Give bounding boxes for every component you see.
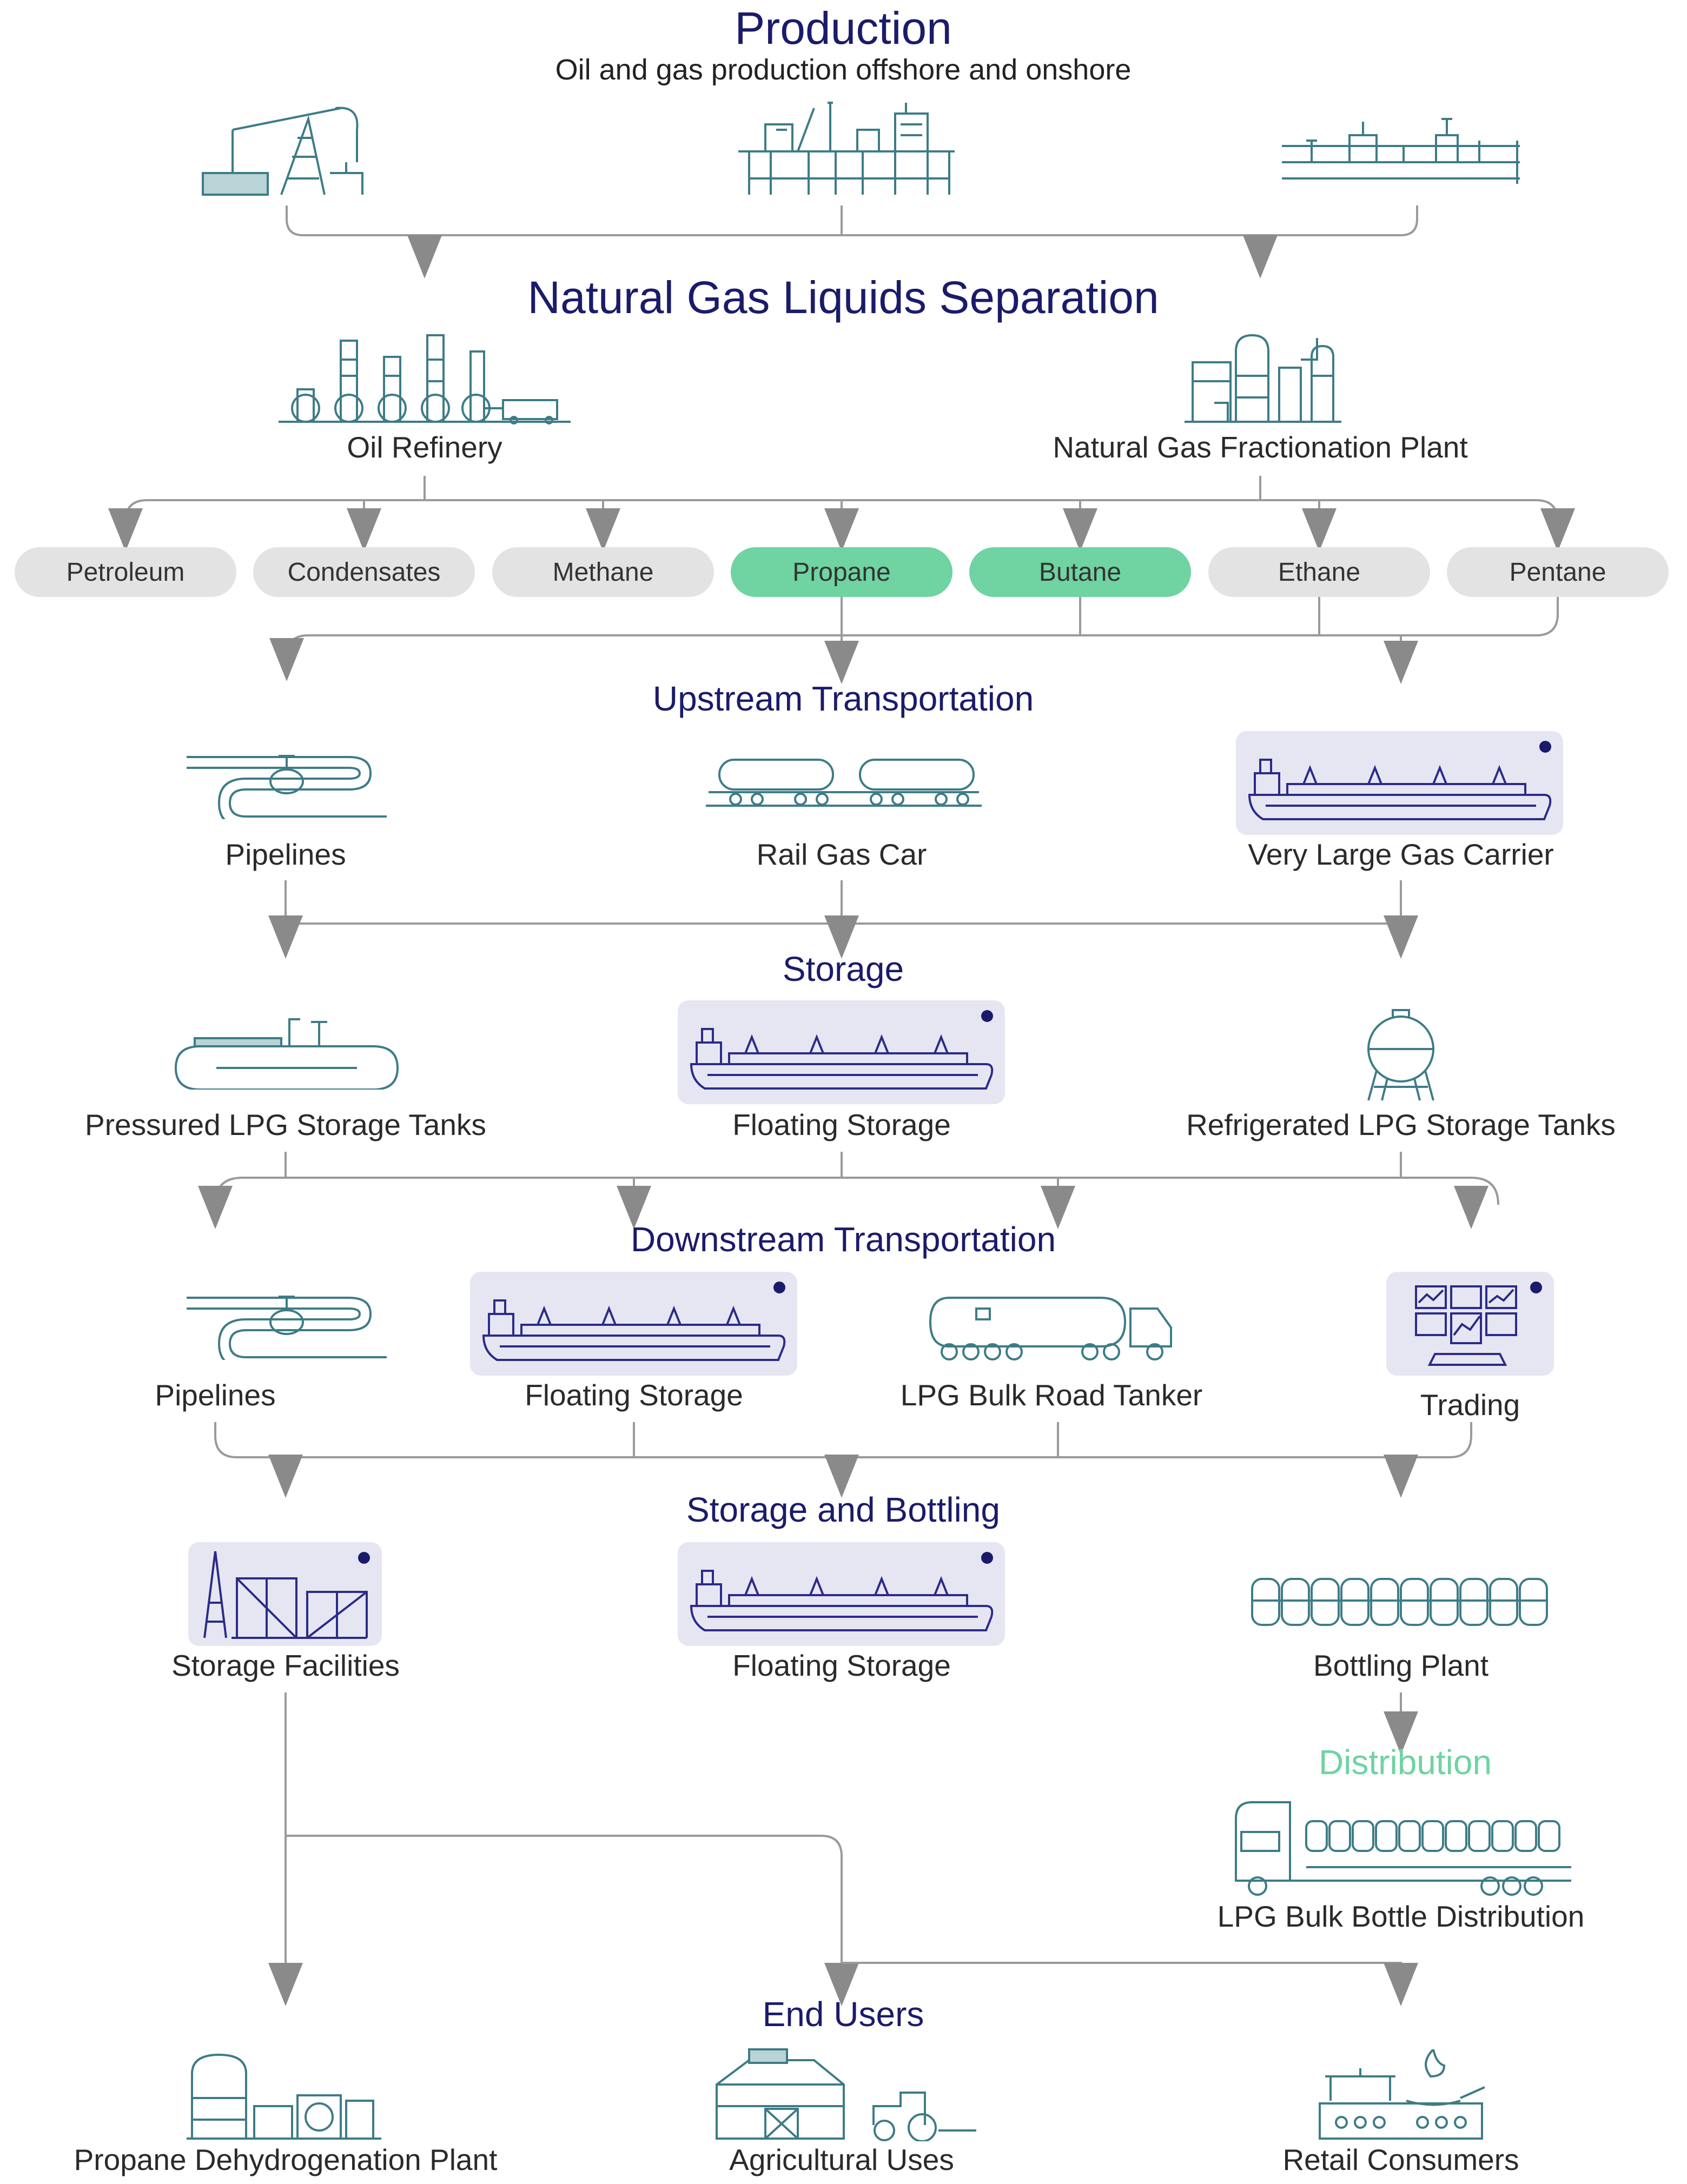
pdh-plant-icon (187, 2053, 381, 2140)
downstream-item-pipelines: Pipelines (155, 1378, 276, 1412)
cooking-stove-icon (1319, 2049, 1485, 2140)
trading-screens-icon (1415, 1285, 1517, 1366)
end-user-agricultural: Agricultural Uses (729, 2143, 954, 2176)
offshore-platform-icon (738, 102, 955, 195)
downstream-title: Downstream Transportation (630, 1220, 1056, 1259)
production-subtitle: Oil and gas production offshore and onsh… (555, 54, 1132, 86)
trading-card[interactable] (1386, 1272, 1554, 1376)
storage-item-refrigerated-tanks: Refrigerated LPG Storage Tanks (1186, 1108, 1616, 1141)
production-title: Production (735, 3, 952, 54)
storage-item-floating: Floating Storage (732, 1108, 951, 1141)
floating-storage-card[interactable] (470, 1272, 797, 1376)
gas-carrier-ship-icon (482, 1299, 786, 1361)
separation-title: Natural Gas Liquids Separation (527, 272, 1159, 323)
rail-gas-car-icon (706, 759, 982, 807)
end-user-retail: Retail Consumers (1282, 2143, 1519, 2176)
bottling-title: Storage and Bottling (686, 1490, 1000, 1529)
status-dot (1530, 1282, 1542, 1293)
gas-carrier-ship-icon (1248, 759, 1552, 820)
pill-ethane: Ethane (1208, 547, 1430, 597)
end-users-title: End Users (762, 1995, 924, 2034)
farm-tractor-icon (716, 2048, 976, 2141)
bottling-item-storage-facilities: Storage Facilities (171, 1649, 400, 1682)
pill-condensates: Condensates (253, 547, 475, 597)
bottling-item-floating: Floating Storage (732, 1649, 951, 1682)
floating-storage-card[interactable] (678, 1000, 1005, 1104)
distribution-title: Distribution (1318, 1743, 1492, 1782)
pill-petroleum: Petroleum (15, 547, 236, 597)
upstream-item-rail-gas-car: Rail Gas Car (756, 838, 927, 871)
pipeline-icon (187, 1296, 387, 1360)
pill-butane: Butane (969, 547, 1191, 597)
vlgc-card[interactable] (1236, 731, 1563, 835)
pill-propane: Propane (731, 547, 952, 597)
upstream-item-vlgc: Very Large Gas Carrier (1248, 838, 1554, 871)
fractionation-plant-label: Natural Gas Fractionation Plant (1053, 430, 1468, 464)
upstream-item-pipelines: Pipelines (225, 838, 346, 871)
pill-pentane: Pentane (1447, 547, 1669, 597)
status-dot (773, 1282, 785, 1293)
storage-facilities-card[interactable] (188, 1542, 382, 1646)
bottling-item-bottling-plant: Bottling Plant (1313, 1649, 1489, 1682)
status-dot (1539, 741, 1551, 753)
status-dot (981, 1552, 993, 1564)
bottle-truck-icon (1235, 1801, 1571, 1896)
distribution-item: LPG Bulk Bottle Distribution (1217, 1900, 1585, 1933)
gas-processing-icon (1282, 118, 1520, 184)
fractionation-plant-icon (1185, 334, 1341, 423)
floating-storage-card[interactable] (678, 1542, 1005, 1646)
refrigerated-tank-icon (1367, 1009, 1434, 1101)
road-tanker-icon (929, 1297, 1172, 1360)
oil-refinery-label: Oil Refinery (347, 430, 502, 464)
end-user-pdh-plant: Propane Dehydrogenation Plant (74, 2143, 498, 2176)
pressured-tank-icon (174, 1018, 399, 1090)
gas-bottles-icon (1251, 1578, 1548, 1626)
downstream-item-trading: Trading (1420, 1388, 1520, 1422)
pill-methane: Methane (492, 547, 714, 597)
status-dot (981, 1010, 993, 1022)
pipeline-icon (187, 755, 387, 819)
downstream-item-floating: Floating Storage (525, 1378, 743, 1412)
status-dot (358, 1552, 370, 1564)
storage-title: Storage (782, 950, 904, 988)
gas-carrier-ship-icon (690, 1028, 994, 1090)
pumpjack-icon (202, 107, 363, 196)
storage-item-pressured-tanks: Pressured LPG Storage Tanks (85, 1108, 486, 1141)
oil-refinery-icon (279, 334, 571, 424)
storage-facility-icon (203, 1551, 368, 1639)
upstream-title: Upstream Transportation (652, 679, 1034, 718)
downstream-item-road-tanker: LPG Bulk Road Tanker (900, 1378, 1203, 1412)
gas-carrier-ship-icon (690, 1570, 994, 1631)
